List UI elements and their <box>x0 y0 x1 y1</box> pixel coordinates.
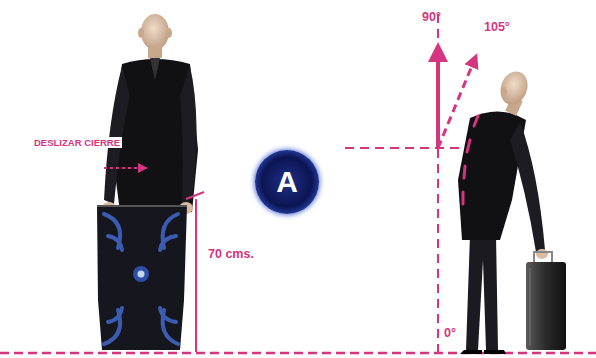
ground-line <box>0 352 596 355</box>
badge-letter: A <box>276 167 298 197</box>
man-unzipping <box>102 14 198 214</box>
dimension-bracket <box>186 192 204 352</box>
dimension-label: 70 cms. <box>208 247 254 261</box>
angle-label: 0° <box>444 326 456 340</box>
suitcase <box>526 252 566 350</box>
zipper-arrow <box>104 167 146 169</box>
angle-label: 105° <box>484 20 510 34</box>
angle-label: 90° <box>422 10 441 24</box>
sleeping-bag <box>97 206 187 350</box>
badge-circle: A <box>255 150 319 214</box>
action-label: DESLIZAR CIERRE <box>32 137 122 148</box>
